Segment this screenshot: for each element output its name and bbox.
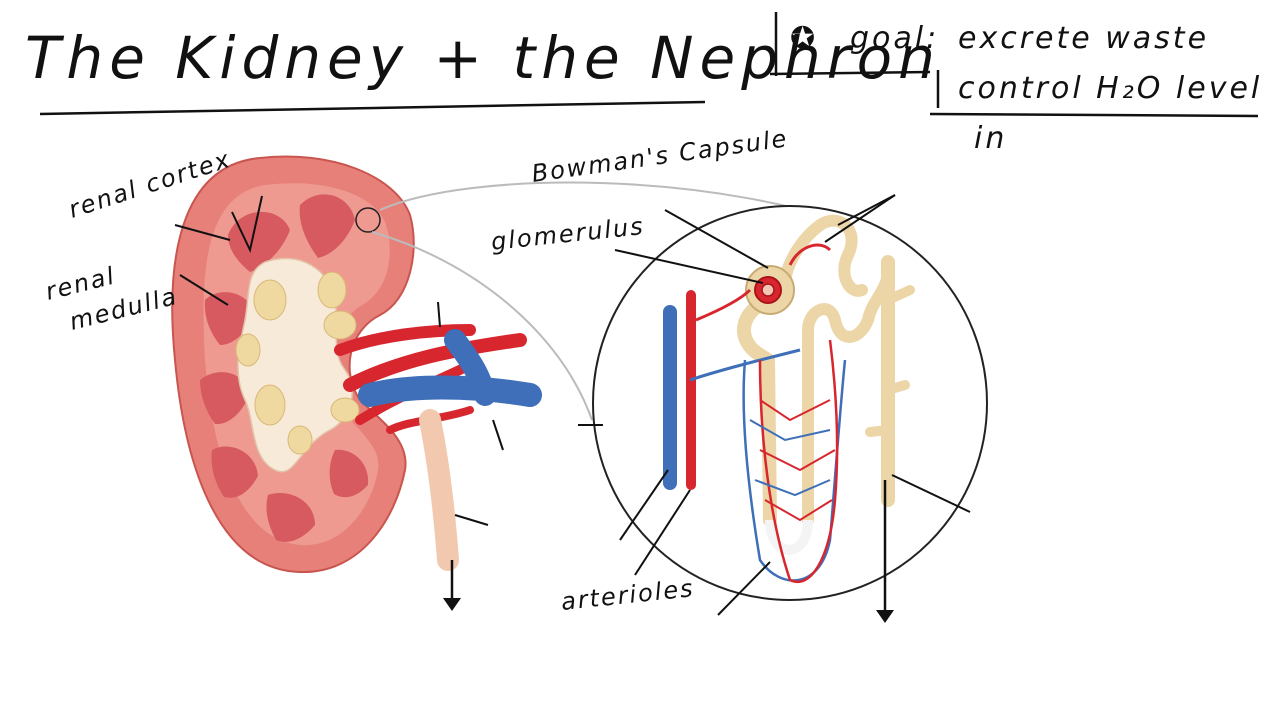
label-bowmans-capsule: Bowman's Capsule — [530, 124, 790, 188]
renal-artery — [343, 333, 527, 392]
goal-line-2: control H₂O level — [958, 71, 1262, 106]
star-icon: ✪ — [790, 21, 818, 56]
distal-tubule — [802, 264, 894, 526]
renal-fat — [235, 271, 360, 455]
efferent-arteriole — [788, 243, 832, 266]
tick-renal-vein — [492, 419, 504, 451]
zoom-line-bottom — [371, 231, 593, 421]
page-title: The Kidney + the Nephron — [25, 24, 941, 92]
label-glomerulus: glomerulus — [490, 212, 646, 256]
renal-vein — [358, 375, 542, 407]
ureter-arrow-icon — [443, 598, 461, 611]
goal-line-2-underline — [929, 112, 1259, 118]
ureter — [419, 409, 459, 571]
tick-renal-artery — [437, 301, 441, 328]
loop-of-henle — [765, 519, 813, 555]
goal-line-1: excrete waste — [958, 21, 1209, 56]
peritubular-capillary-red — [758, 339, 839, 583]
interlobular-vein — [663, 305, 677, 490]
pointer-collecting-duct — [891, 474, 971, 513]
pointer-bowmans-capsule — [664, 209, 769, 269]
afferent-arteriole — [695, 288, 752, 322]
kidney-illustration — [171, 155, 542, 574]
pointer-renal-medulla — [179, 274, 229, 306]
label-arterioles: arterioles — [560, 574, 696, 616]
checkmark-icon — [231, 195, 263, 254]
pointer-capillaries — [717, 561, 771, 616]
pointer-tubule-1 — [824, 194, 896, 243]
tick-ureter — [454, 514, 489, 526]
renal-pyramids — [200, 194, 369, 542]
pointer-arterioles-2 — [634, 489, 691, 576]
pointer-arterioles-1 — [619, 469, 669, 541]
renal-vein-branch — [444, 329, 496, 406]
duct-arrow-icon — [876, 610, 894, 623]
goal-underline — [769, 70, 931, 76]
goal-prefix: goal: — [850, 21, 939, 56]
title-underline — [39, 100, 706, 116]
nephron-illustration — [592, 205, 988, 601]
nephron-location-circle — [355, 207, 381, 233]
pointer-renal-cortex — [174, 224, 231, 241]
goal-line-3: in — [974, 121, 1007, 156]
pointer-tubule-2 — [837, 194, 896, 226]
capillary-vein-1 — [689, 348, 801, 382]
pointer-glomerulus — [614, 249, 764, 284]
interlobular-artery — [686, 290, 696, 490]
